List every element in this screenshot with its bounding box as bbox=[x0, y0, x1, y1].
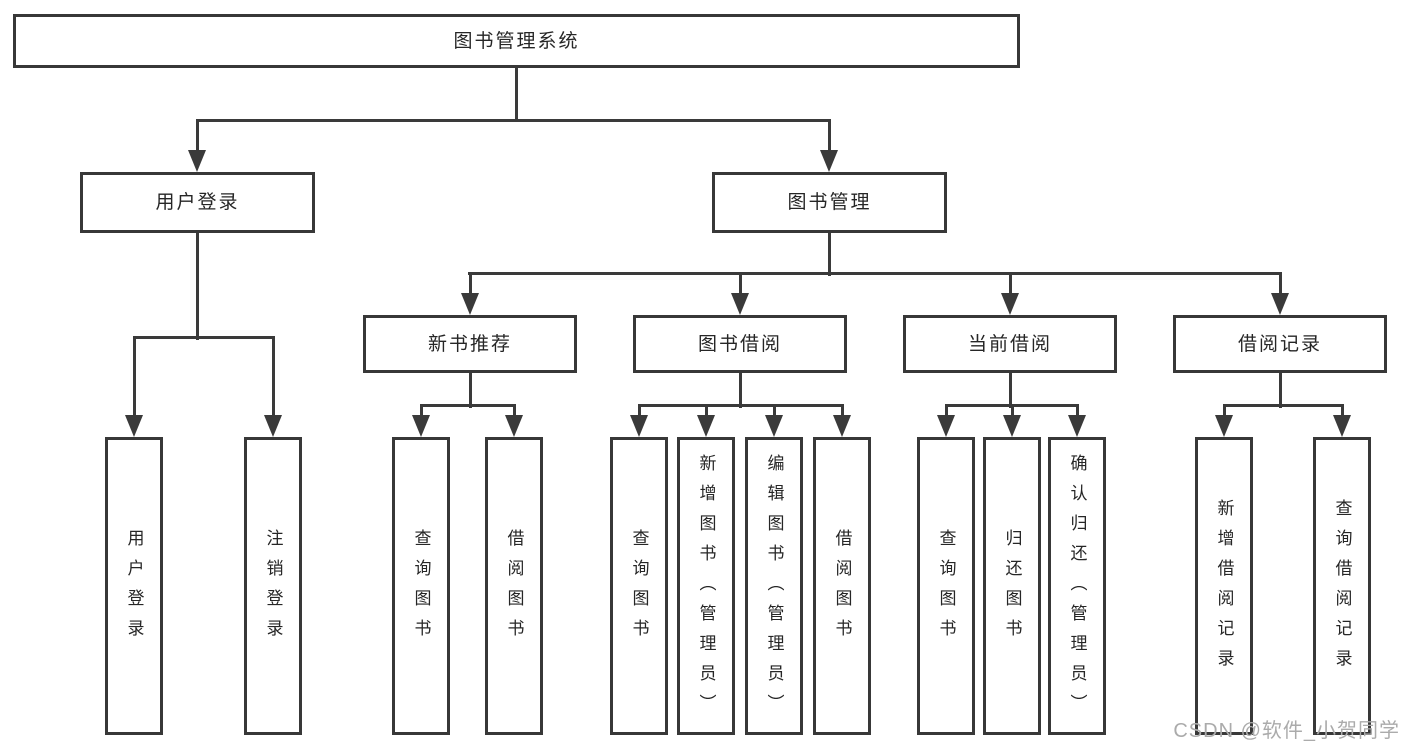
leaf-logout: 注销登录 bbox=[244, 437, 302, 735]
connector-arrow-shaft bbox=[738, 273, 742, 301]
node-current-borrow: 当前借阅 bbox=[903, 315, 1117, 373]
node-label: 查询借阅记录 bbox=[1332, 499, 1352, 679]
arrow-down-icon bbox=[630, 415, 648, 437]
node-label: 图书借阅 bbox=[697, 333, 782, 355]
leaf-return-books: 归还图书 bbox=[983, 437, 1041, 735]
node-label: 查询图书 bbox=[629, 529, 649, 649]
leaf-borrow-books: 借阅图书 bbox=[813, 437, 871, 735]
arrow-down-icon bbox=[1068, 415, 1086, 437]
connector-arrow-shaft bbox=[827, 120, 831, 158]
leaf-query-borrow-record: 查询借阅记录 bbox=[1313, 437, 1371, 735]
leaf-query-books-current: 查询图书 bbox=[917, 437, 975, 735]
node-label: 用户登录 bbox=[155, 192, 240, 213]
connector-arrow-shaft bbox=[637, 405, 641, 423]
node-label: 当前借阅 bbox=[967, 333, 1052, 355]
connector-stub bbox=[514, 68, 518, 122]
node-label: 确认归还（管理员） bbox=[1067, 454, 1087, 724]
arrow-down-icon bbox=[1215, 415, 1233, 437]
node-label: 用户登录 bbox=[124, 529, 144, 649]
node-label: 新增图书（管理员） bbox=[696, 454, 716, 724]
arrow-down-icon bbox=[264, 415, 282, 437]
node-label: 图书管理 bbox=[787, 192, 872, 213]
node-label: 编辑图书（管理员） bbox=[764, 454, 784, 724]
node-label: 借阅记录 bbox=[1237, 333, 1322, 355]
connector-arrow-shaft bbox=[944, 405, 948, 423]
node-label: 查询图书 bbox=[936, 529, 956, 649]
leaf-user-login: 用户登录 bbox=[105, 437, 163, 735]
node-label: 注销登录 bbox=[263, 529, 283, 649]
node-label: 新增借阅记录 bbox=[1214, 499, 1234, 679]
connector-arrow-shaft bbox=[1075, 405, 1079, 423]
csdn-watermark: CSDN @软件_小贺同学 bbox=[1173, 720, 1400, 742]
connector-rail bbox=[420, 403, 516, 407]
connector-arrow-shaft bbox=[772, 405, 776, 423]
connector-arrow-shaft bbox=[468, 273, 472, 301]
node-library-management-system: 图书管理系统 bbox=[13, 14, 1020, 68]
connector-arrow-shaft bbox=[1222, 405, 1226, 423]
arrow-down-icon bbox=[125, 415, 143, 437]
connector-rail bbox=[1223, 403, 1344, 407]
connector-arrow-shaft bbox=[704, 405, 708, 423]
connector-stub bbox=[1278, 373, 1282, 408]
node-label: 图书管理系统 bbox=[453, 30, 580, 52]
connector-rail bbox=[133, 335, 275, 339]
arrow-down-icon bbox=[1001, 293, 1019, 315]
leaf-add-borrow-record: 新增借阅记录 bbox=[1195, 437, 1253, 735]
leaf-add-books-admin: 新增图书（管理员） bbox=[677, 437, 735, 735]
arrow-down-icon bbox=[461, 293, 479, 315]
connector-arrow-shaft bbox=[1278, 273, 1282, 301]
arrow-down-icon bbox=[412, 415, 430, 437]
leaf-query-books-borrow: 查询图书 bbox=[610, 437, 668, 735]
node-book-borrow: 图书借阅 bbox=[633, 315, 847, 373]
connector-arrow-shaft bbox=[419, 405, 423, 423]
connector-arrow-shaft bbox=[195, 120, 199, 158]
arrow-down-icon bbox=[820, 150, 838, 172]
node-label: 查询图书 bbox=[411, 529, 431, 649]
arrow-down-icon bbox=[188, 150, 206, 172]
arrow-down-icon bbox=[697, 415, 715, 437]
connector-stub bbox=[738, 373, 742, 408]
connector-rail bbox=[196, 118, 831, 122]
arrow-down-icon bbox=[731, 293, 749, 315]
connector-stub bbox=[1008, 373, 1012, 408]
arrow-down-icon bbox=[833, 415, 851, 437]
node-label: 借阅图书 bbox=[832, 529, 852, 649]
connector-arrow-shaft bbox=[271, 337, 275, 423]
connector-stub bbox=[195, 233, 199, 340]
node-label: 归还图书 bbox=[1002, 529, 1022, 649]
node-book-management: 图书管理 bbox=[712, 172, 947, 233]
leaf-edit-books-admin: 编辑图书（管理员） bbox=[745, 437, 803, 735]
connector-rail bbox=[468, 271, 1282, 275]
node-label: 借阅图书 bbox=[504, 529, 524, 649]
connector-arrow-shaft bbox=[1008, 273, 1012, 301]
node-user-login: 用户登录 bbox=[80, 172, 315, 233]
leaf-borrow-books-recommend: 借阅图书 bbox=[485, 437, 543, 735]
connector-arrow-shaft bbox=[512, 405, 516, 423]
connector-stub bbox=[827, 233, 831, 276]
node-new-book-recommend: 新书推荐 bbox=[363, 315, 577, 373]
arrow-down-icon bbox=[765, 415, 783, 437]
node-borrow-records: 借阅记录 bbox=[1173, 315, 1387, 373]
connector-arrow-shaft bbox=[1010, 405, 1014, 423]
connector-arrow-shaft bbox=[1340, 405, 1344, 423]
leaf-query-books-recommend: 查询图书 bbox=[392, 437, 450, 735]
connector-stub bbox=[468, 373, 472, 408]
node-label: 新书推荐 bbox=[427, 333, 512, 355]
arrow-down-icon bbox=[1003, 415, 1021, 437]
connector-rail bbox=[638, 403, 844, 407]
arrow-down-icon bbox=[1271, 293, 1289, 315]
arrow-down-icon bbox=[937, 415, 955, 437]
leaf-confirm-return-admin: 确认归还（管理员） bbox=[1048, 437, 1106, 735]
connector-arrow-shaft bbox=[132, 337, 136, 423]
arrow-down-icon bbox=[505, 415, 523, 437]
arrow-down-icon bbox=[1333, 415, 1351, 437]
connector-arrow-shaft bbox=[840, 405, 844, 423]
